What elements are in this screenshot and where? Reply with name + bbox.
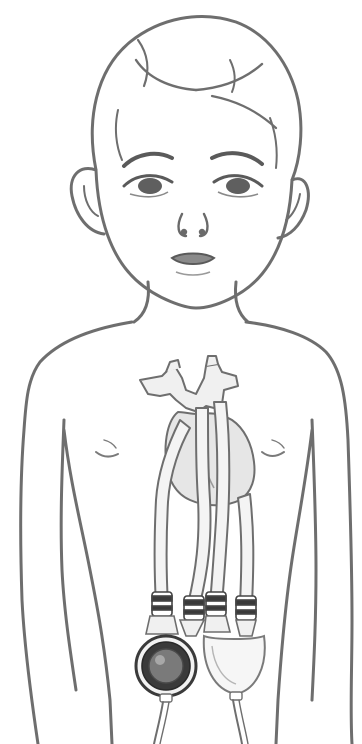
right-eye: [214, 176, 262, 197]
left-pump: [136, 616, 204, 702]
hair-strand: [270, 118, 277, 168]
right-arm-outline: [246, 322, 352, 744]
hair-outline: [92, 16, 301, 180]
connector-2: [184, 596, 204, 620]
cannula-right-outer: [238, 494, 253, 604]
right-ear: [278, 179, 308, 238]
hair-strand: [116, 110, 122, 160]
face-outline: [96, 170, 292, 308]
connector-3: [206, 592, 226, 616]
right-torso-side: [276, 430, 312, 744]
connector-1: [152, 592, 172, 616]
drive-lines: [154, 700, 248, 744]
left-ear-inner: [84, 186, 98, 216]
left-nipple: [96, 452, 118, 457]
nose: [179, 214, 208, 236]
left-eye: [124, 176, 172, 197]
right-eyebrow: [212, 153, 262, 164]
right-arm-inner: [312, 420, 316, 700]
neck: [134, 282, 248, 322]
left-torso-side: [64, 430, 112, 744]
hair-strand: [230, 60, 235, 92]
mouth: [172, 254, 214, 276]
left-arm-outline: [21, 322, 132, 744]
eyes: [124, 176, 262, 197]
eyebrows: [124, 153, 262, 166]
connector-4: [236, 596, 256, 620]
hair-strand: [212, 96, 276, 128]
left-eyebrow: [124, 154, 172, 166]
right-nipple: [262, 452, 284, 456]
right-pump: [204, 616, 265, 700]
hair-strand: [196, 64, 262, 90]
